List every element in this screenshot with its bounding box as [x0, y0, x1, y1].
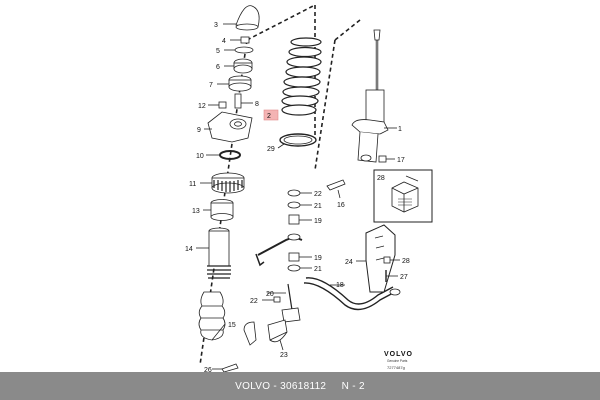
diagram-code: 7277487g	[387, 365, 405, 370]
callout-28b: 28	[402, 258, 410, 265]
shock-absorber-1	[351, 29, 397, 163]
callout-21a: 21	[314, 203, 322, 210]
bearing-11	[200, 172, 245, 194]
logo-subline: Genuine Parts	[387, 359, 408, 363]
top-mount-9	[204, 111, 253, 143]
callout-8: 8	[255, 101, 259, 108]
callout-27: 27	[400, 274, 408, 281]
callout-7: 7	[209, 82, 213, 89]
callout-16: 16	[337, 202, 345, 209]
callout-23: 23	[280, 352, 288, 359]
callout-29: 29	[267, 146, 275, 153]
highlight-box	[263, 109, 279, 121]
bolt-26	[212, 363, 239, 373]
kit-box-28	[373, 169, 433, 223]
footer-text: VOLVO - 30618112 N - 2	[235, 380, 365, 392]
diagram-canvas: 3 4 5 6 7 8 12 9 10 11 13 14 15 2 29 1 1…	[185, 4, 433, 374]
callout-22b: 22	[250, 298, 258, 305]
volvo-logo: VOLVO Genuine Parts 7277487g	[384, 351, 413, 370]
washer-5	[224, 46, 254, 54]
bolt-27	[385, 270, 398, 282]
link-washer-21b	[287, 264, 312, 272]
ring-10	[206, 150, 241, 160]
callout-22a: 22	[314, 191, 322, 198]
link-washer-21a	[287, 201, 312, 209]
callout-11: 11	[189, 181, 196, 188]
logo-text: VOLVO	[384, 351, 413, 358]
nut-12	[208, 101, 227, 109]
bushing-6	[224, 58, 253, 74]
bellows-15	[198, 291, 226, 341]
bump-stop-13	[203, 199, 234, 221]
callout-labels: 3 4 5 6 7 8 12 9 10 11 13 14 15 2 29 1 1…	[185, 22, 410, 374]
callout-4: 4	[222, 38, 226, 45]
bolt-16	[326, 179, 346, 199]
callout-24: 24	[345, 259, 353, 266]
mount-7	[217, 75, 252, 92]
callout-3: 3	[214, 22, 218, 29]
callout-28a: 28	[377, 175, 385, 182]
callout-2: 2	[267, 113, 271, 120]
bracket-24	[356, 224, 396, 293]
nut-4	[230, 36, 250, 44]
callout-19b: 19	[314, 255, 322, 262]
callout-13: 13	[192, 208, 200, 215]
callout-9: 9	[197, 127, 201, 134]
nut-28b	[383, 256, 400, 264]
callout-26: 26	[204, 367, 212, 372]
callout-21b: 21	[314, 266, 322, 273]
callout-6: 6	[216, 64, 220, 71]
footer-bar: VOLVO - 30618112 N - 2	[0, 372, 600, 400]
link-bracket	[255, 233, 303, 267]
callout-17: 17	[397, 157, 405, 164]
callout-20: 20	[266, 291, 274, 298]
bushing-bracket-23	[243, 319, 288, 351]
callout-5: 5	[216, 48, 220, 55]
callout-18: 18	[336, 282, 344, 289]
callout-14: 14	[185, 246, 193, 253]
coil-spring-2	[281, 37, 322, 116]
callout-12: 12	[198, 103, 206, 110]
link-washer-22a	[287, 189, 312, 197]
link-bush-19a	[288, 214, 312, 225]
callout-19a: 19	[314, 218, 322, 225]
spring-seat-29	[277, 133, 317, 149]
sleeve-8	[234, 93, 253, 109]
stabilizer-bar-18	[303, 277, 401, 311]
nut-22b	[262, 296, 281, 303]
callout-10: 10	[196, 153, 204, 160]
bump-cap	[223, 5, 260, 31]
link-rod-20	[267, 283, 301, 323]
link-bush-19b	[288, 252, 312, 262]
callout-15: 15	[228, 322, 236, 329]
dust-boot-14	[196, 227, 231, 279]
callout-1: 1	[398, 126, 402, 133]
bolt-17	[378, 155, 395, 163]
